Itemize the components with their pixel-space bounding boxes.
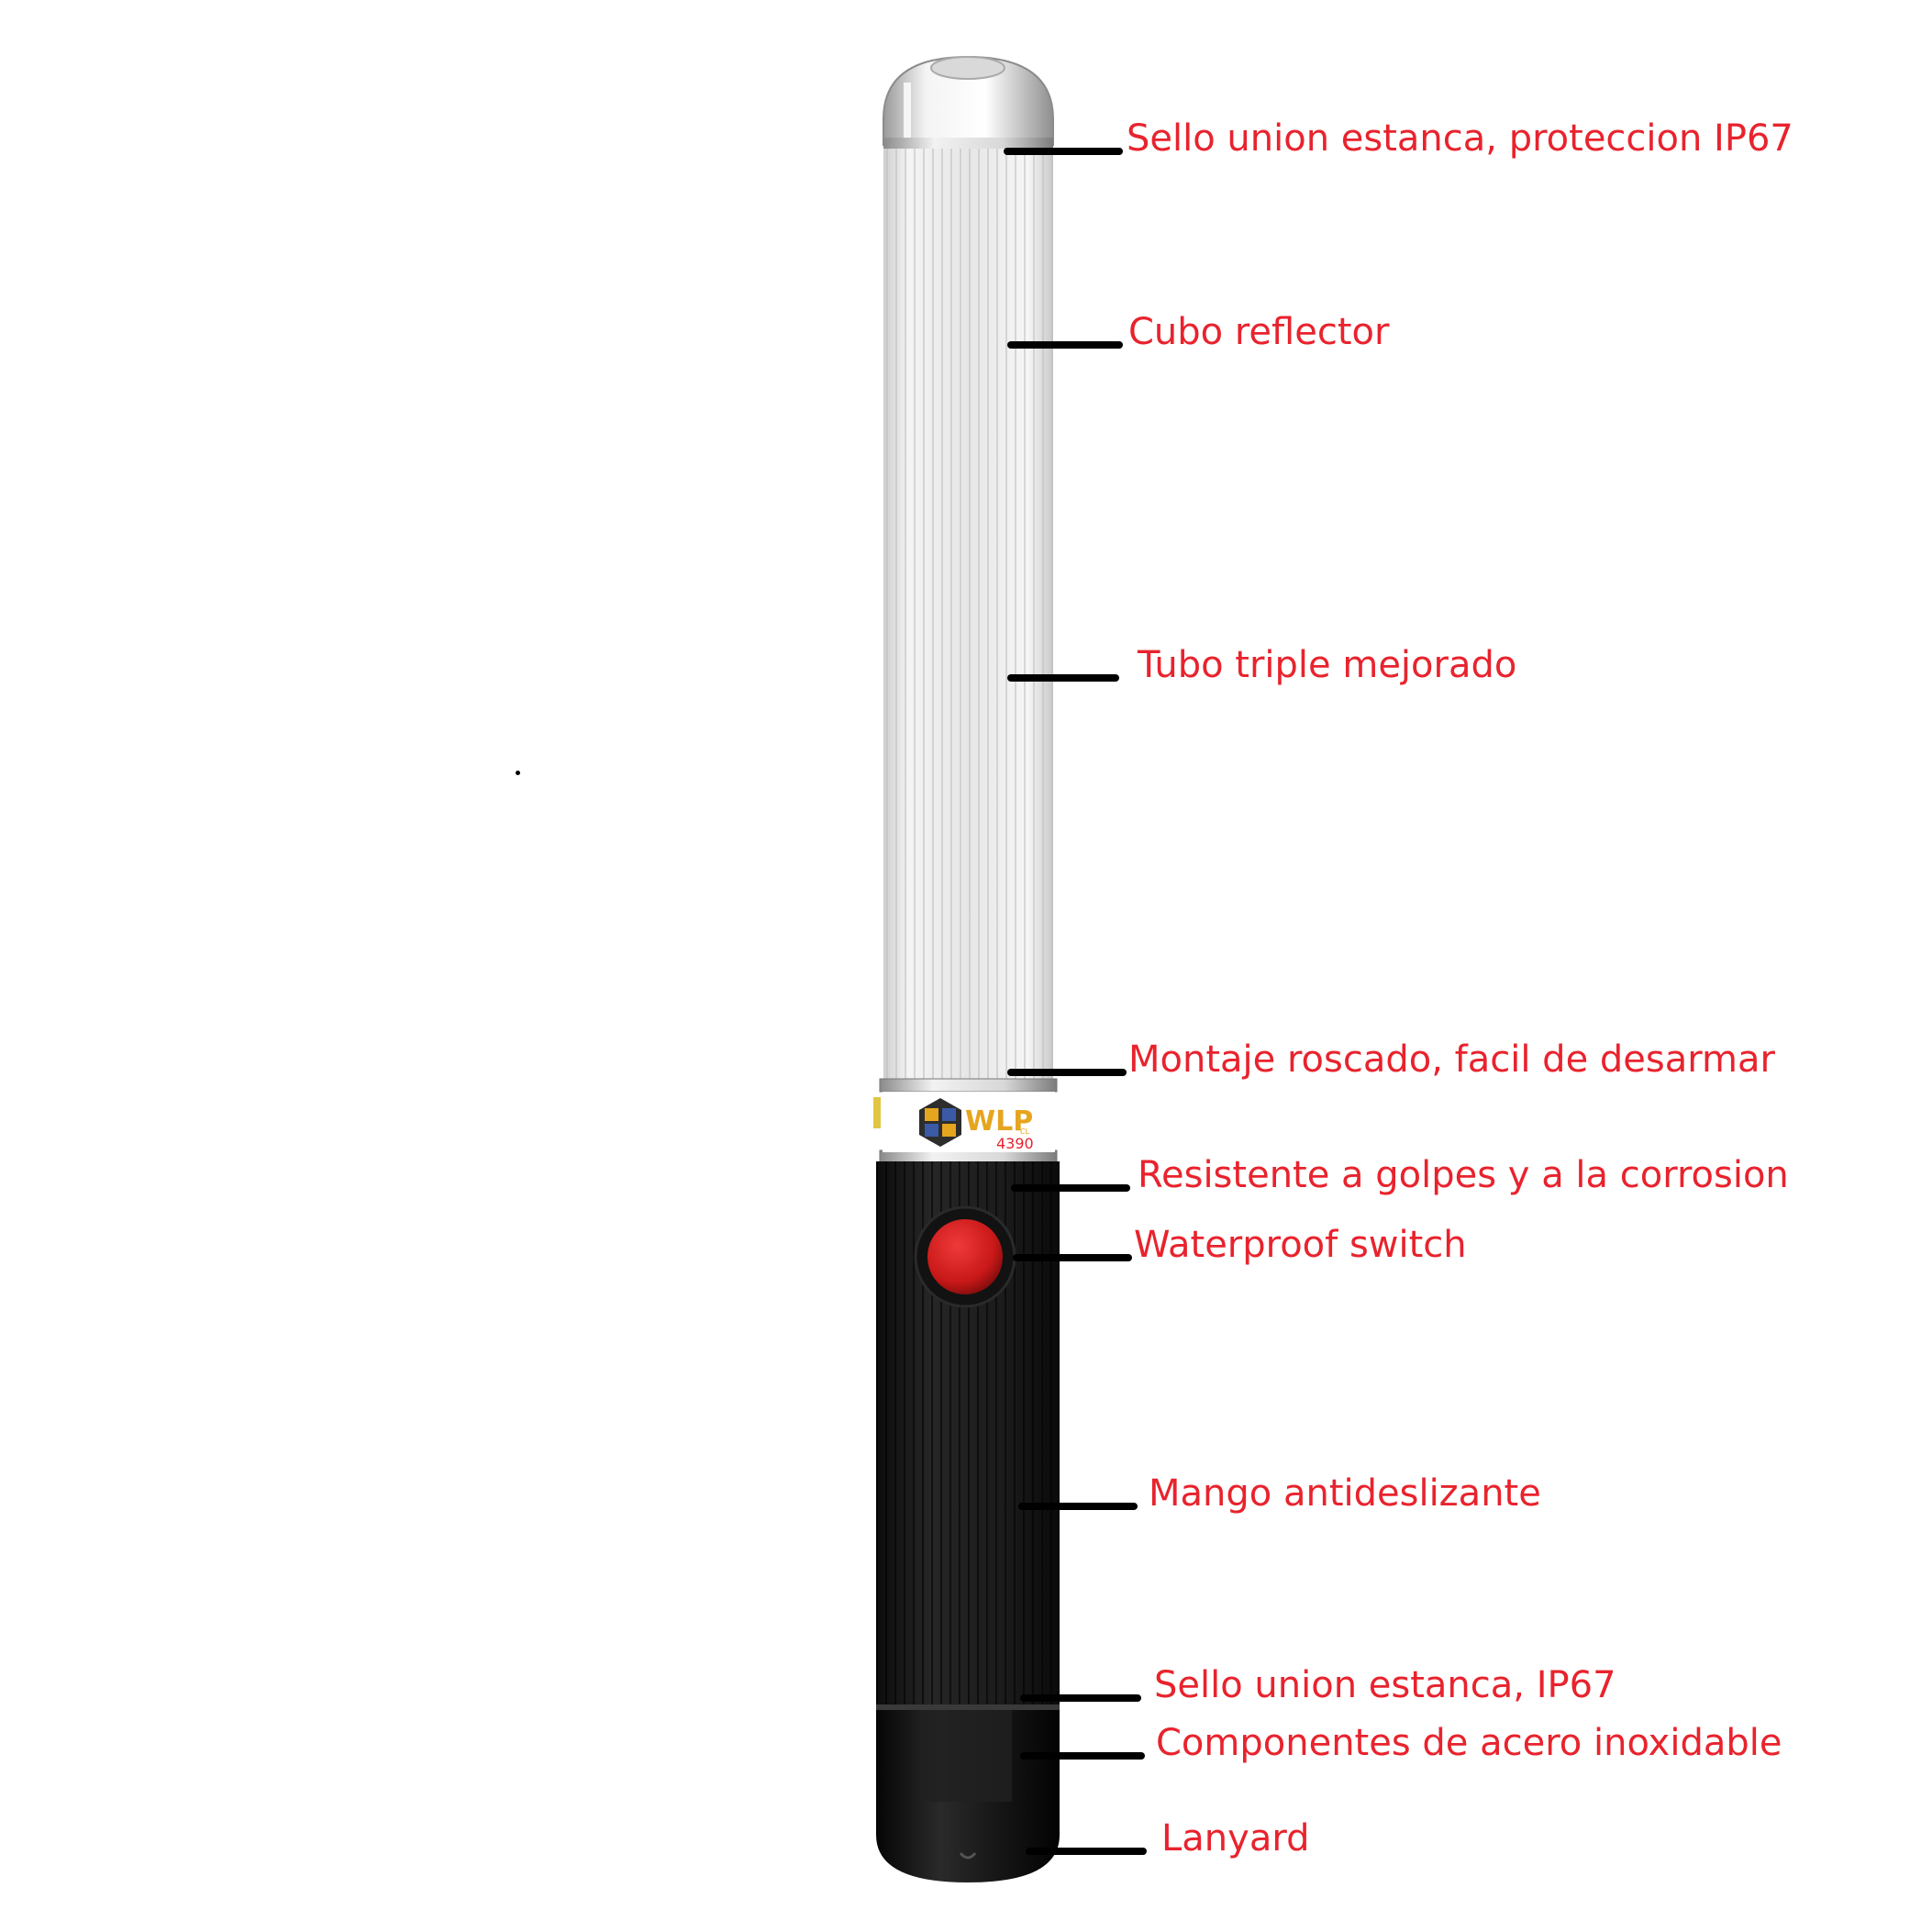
bottom-seal-ring bbox=[876, 1704, 1060, 1712]
callout-label-switch: Waterproof switch bbox=[1134, 1224, 1467, 1266]
leader-line-lanyard bbox=[1026, 1848, 1147, 1855]
lens-dome bbox=[883, 55, 1054, 146]
model-number: 4390 bbox=[996, 1135, 1034, 1152]
callout-label-grip: Mango antideslizante bbox=[1149, 1472, 1541, 1515]
callout-label-reflector: Cubo reflector bbox=[1128, 311, 1390, 353]
leader-line-steel bbox=[1020, 1752, 1145, 1760]
callout-label-thread: Montaje roscado, facil de desarmar bbox=[1128, 1038, 1775, 1081]
callout-label-steel: Componentes de acero inoxidable bbox=[1156, 1722, 1782, 1764]
label-band bbox=[883, 1092, 1055, 1152]
tail-cap bbox=[876, 1710, 1060, 1882]
leader-line-reflector bbox=[1007, 341, 1123, 349]
top-seal-ring bbox=[883, 138, 1053, 150]
callout-label-impact: Resistente a golpes y a la corrosion bbox=[1138, 1154, 1789, 1196]
callout-label-top-seal: Sello union estanca, proteccion IP67 bbox=[1127, 117, 1793, 160]
brand-suffix-text: CL bbox=[1020, 1127, 1030, 1136]
callout-label-tube: Tubo triple mejorado bbox=[1138, 644, 1517, 686]
callout-label-lanyard: Lanyard bbox=[1161, 1817, 1310, 1860]
reflector-tube bbox=[883, 149, 1053, 1083]
leader-line-switch bbox=[1013, 1254, 1132, 1261]
leader-line-thread bbox=[1007, 1069, 1127, 1076]
leader-line-grip bbox=[1018, 1503, 1138, 1510]
leader-line-bottom-seal bbox=[1020, 1694, 1141, 1702]
leader-line-top-seal bbox=[1004, 148, 1123, 155]
callout-label-bottom-seal: Sello union estanca, IP67 bbox=[1154, 1664, 1616, 1706]
stray-dot bbox=[516, 771, 520, 775]
brand-emblem-icon bbox=[919, 1098, 961, 1147]
leader-line-tube bbox=[1007, 674, 1119, 682]
power-switch-button[interactable] bbox=[914, 1205, 1016, 1308]
brand-logo-text: WLP bbox=[965, 1105, 1033, 1138]
leader-line-impact bbox=[1011, 1184, 1130, 1192]
